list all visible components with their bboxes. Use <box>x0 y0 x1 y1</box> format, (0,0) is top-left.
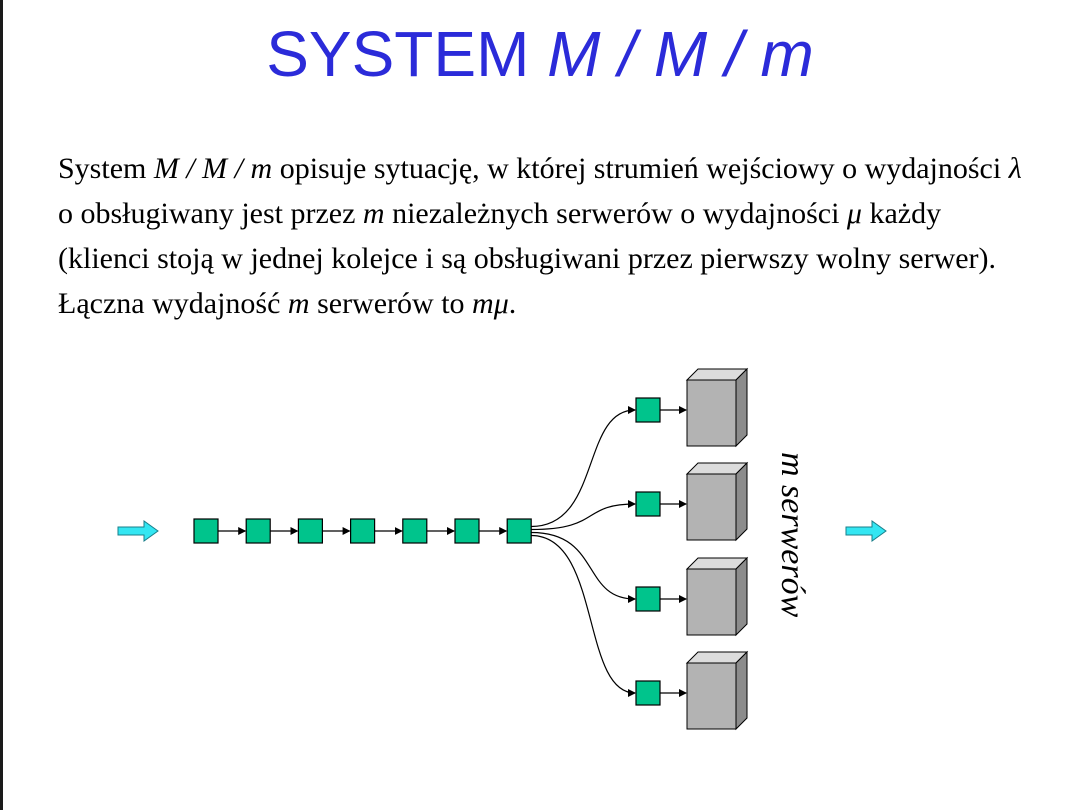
title-prefix: SYSTEM <box>266 18 548 90</box>
m-mu-symbol: mμ <box>472 287 509 320</box>
server-input-box <box>635 680 661 706</box>
branch-curve <box>531 534 636 697</box>
server-block-side <box>735 461 748 542</box>
para-text-2: opisuje sytuację, w której strumień wejś… <box>272 152 1009 185</box>
slide-title: SYSTEM M / M / m <box>0 18 1080 90</box>
input-arrow <box>117 520 159 542</box>
mu-symbol: μ <box>846 197 862 230</box>
server-block <box>686 662 737 730</box>
flow-arrows <box>117 520 887 542</box>
m-symbol-2: m <box>287 287 310 320</box>
m-symbol: m <box>362 197 385 230</box>
servers-label: m serwerów <box>774 452 811 618</box>
queue-box <box>350 518 376 544</box>
server-block <box>686 379 737 447</box>
output-arrow <box>845 520 887 542</box>
branch-curve <box>531 406 636 528</box>
queue-box <box>454 518 480 544</box>
description-paragraph: System M / M / m opisuje sytuację, w któ… <box>58 146 1038 326</box>
queue-box <box>402 518 428 544</box>
para-text-3: o obsługiwany jest przez <box>58 197 363 230</box>
para-text-6: serwerów to <box>309 287 473 320</box>
queue-box <box>506 518 532 544</box>
queue <box>193 518 532 544</box>
lambda-symbol: λ <box>1008 152 1022 185</box>
server-block <box>686 568 737 636</box>
left-border-line <box>0 0 3 810</box>
server-input-box <box>635 491 661 517</box>
server-input-box <box>635 586 661 612</box>
para-notation: M / M / m <box>153 152 273 185</box>
branch-curve <box>531 500 636 531</box>
branch-curve <box>531 531 636 603</box>
server-block-side <box>735 650 748 731</box>
server-block-side <box>735 367 748 448</box>
servers <box>635 367 749 731</box>
para-text-4: niezależnych serwerów o wydajności <box>384 197 847 230</box>
title-notation: M / M / m <box>547 18 814 90</box>
para-text-1: System <box>58 152 154 185</box>
para-text-7: . <box>508 287 517 320</box>
branch-curves <box>531 406 636 697</box>
queue-box <box>297 518 323 544</box>
queue-box <box>193 518 219 544</box>
queue-box <box>245 518 271 544</box>
server-block <box>686 473 737 541</box>
server-block-side <box>735 556 748 637</box>
server-input-box <box>635 397 661 423</box>
para-text-5: każdy (klienci stoją w jednej kolejce i … <box>58 197 997 320</box>
